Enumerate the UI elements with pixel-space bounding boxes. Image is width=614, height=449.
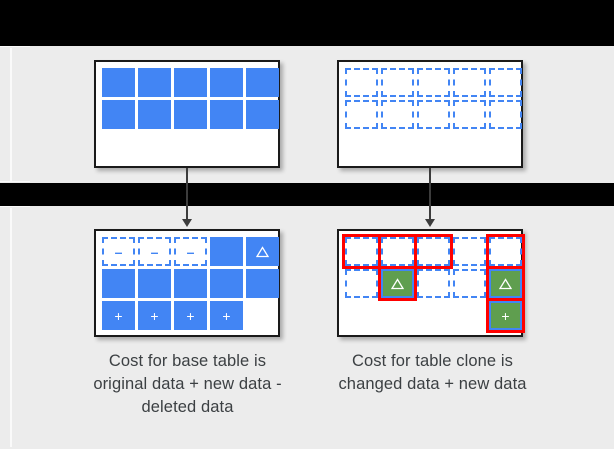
table-clone-flow-arrow-line [429,168,431,221]
table-cell [345,269,378,298]
minus-icon: – [114,243,123,260]
table-clone-flow-arrow-head [425,219,435,227]
table-cell [345,301,378,330]
table-cell [453,269,486,298]
table-cell [453,100,486,129]
table-cell [486,234,525,269]
table-cell [246,301,279,330]
table-cell [378,234,417,269]
table-cell [486,266,525,301]
top-hairline [0,46,30,47]
table-cell: + [486,298,525,333]
table-cell [453,301,486,330]
base-table-after-grid: – – – + + + + [102,237,279,330]
table-cell [174,68,207,97]
mid-hairline-upper [0,181,30,182]
plus-icon: + [150,307,159,324]
table-cell [102,68,135,97]
table-cell [489,100,522,129]
table-cell [453,68,486,97]
minus-icon: – [150,243,159,260]
base-table-flow-arrow-head [182,219,192,227]
table-cell [138,100,171,129]
table-cell [489,68,522,97]
table-cell: – [138,237,171,266]
table-cell [417,100,450,129]
table-cell [138,68,171,97]
table-cell [210,237,243,266]
table-cell: + [102,301,135,330]
mid-hairline-lower [0,206,30,207]
table-cell [246,68,279,97]
table-cell [417,301,450,330]
table-cell [381,301,414,330]
table-cell [210,100,243,129]
table-cell [102,100,135,129]
plus-icon: + [501,307,510,324]
base-table-original-card [94,60,280,168]
left-guide-line-top [10,48,12,181]
table-cell [381,100,414,129]
table-cell [378,266,417,301]
table-cell [174,100,207,129]
table-cell [246,237,279,266]
table-clone-original-grid [345,68,522,129]
table-cell [345,100,378,129]
table-clone-caption: Cost for table clone is changed data + n… [338,352,527,393]
table-cell [417,269,450,298]
middle-black-divider [0,183,614,206]
top-black-bar [0,0,614,46]
table-cell [102,269,135,298]
table-cell [210,269,243,298]
table-clone-original-card [337,60,523,168]
table-cell [453,237,486,266]
plus-icon: + [114,307,123,324]
table-cell [345,68,378,97]
table-cell: + [138,301,171,330]
triangle-icon [499,277,512,289]
table-cell [246,100,279,129]
minus-icon: – [186,243,195,260]
table-cell [138,269,171,298]
table-cell: + [210,301,243,330]
table-cell: – [102,237,135,266]
left-guide-line-bottom [10,208,12,447]
table-cell [414,234,453,269]
triangle-icon [256,245,269,257]
plus-icon: + [186,307,195,324]
table-cell [246,269,279,298]
base-table-original-grid [102,68,279,129]
base-table-after-card: – – – + + + + [94,229,280,337]
table-cell [210,68,243,97]
base-table-caption: Cost for base table is original data + n… [93,352,282,416]
table-cell: + [174,301,207,330]
table-cell: – [174,237,207,266]
table-cell [417,68,450,97]
table-clone-after-grid: + [342,234,525,333]
table-clone-after-card: + [337,229,525,337]
triangle-icon [391,277,404,289]
table-cell [342,234,381,269]
table-cell [381,68,414,97]
base-table-flow-arrow-line [186,168,188,221]
table-cell [174,269,207,298]
plus-icon: + [222,307,231,324]
